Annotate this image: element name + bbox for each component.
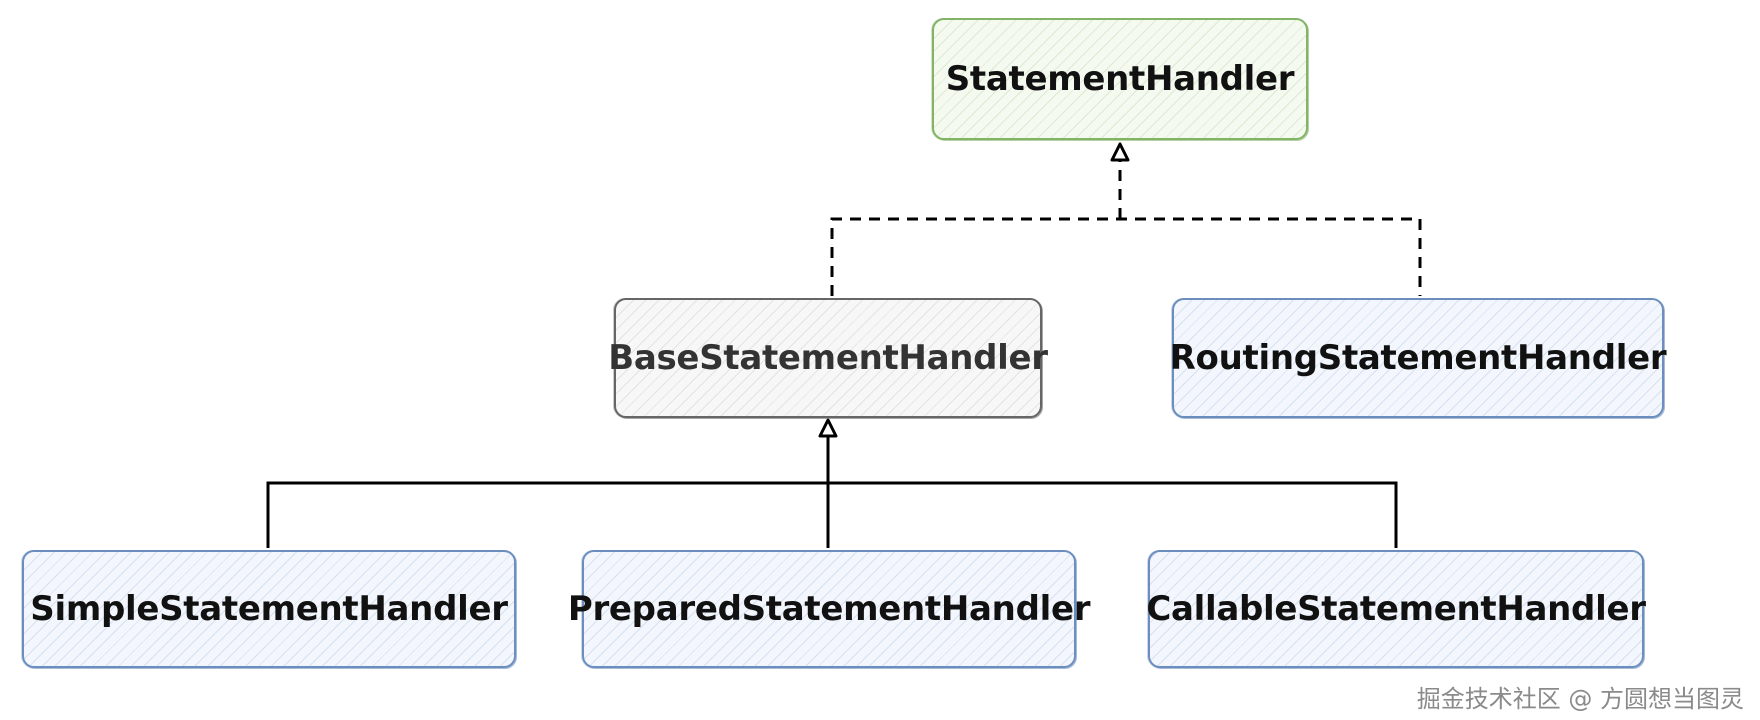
watermark: 掘金技术社区 @ 方圆想当图灵 (1416, 685, 1744, 713)
callable-statement-handler-label: CallableStatementHandler (1146, 589, 1646, 629)
callable-statement-handler-node[interactable]: CallableStatementHandler (1146, 550, 1646, 668)
prepared-statement-handler-node[interactable]: PreparedStatementHandler (568, 550, 1090, 668)
prepared-statement-handler-label: PreparedStatementHandler (567, 589, 1091, 629)
generalization-arrowhead (818, 418, 838, 438)
solid-generalization-connector (266, 437, 1398, 548)
realization-arrowhead (1110, 142, 1130, 162)
routing-statement-handler-label: RoutingStatementHandler (1169, 338, 1667, 378)
simple-statement-handler-label: SimpleStatementHandler (30, 589, 508, 629)
routing-statement-handler-node[interactable]: RoutingStatementHandler (1169, 298, 1667, 418)
statement-handler-label: StatementHandler (945, 59, 1295, 99)
simple-statement-handler-node[interactable]: SimpleStatementHandler (22, 550, 516, 668)
statement-handler-node[interactable]: StatementHandler (932, 18, 1308, 140)
base-statement-handler-node[interactable]: BaseStatementHandler (608, 298, 1048, 418)
base-statement-handler-label: BaseStatementHandler (608, 338, 1048, 378)
dashed-realization-connector (830, 160, 1422, 296)
